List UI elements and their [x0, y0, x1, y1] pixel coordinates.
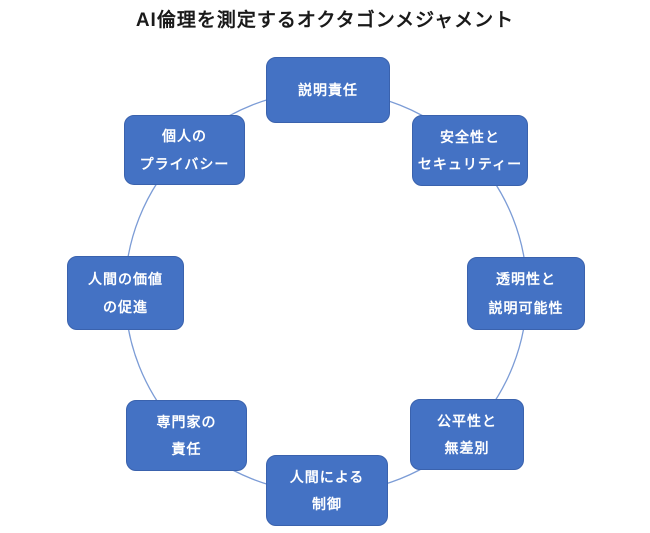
- node-fairness: 公平性と 無差別: [410, 399, 524, 470]
- node-human-control: 人間による 制御: [266, 455, 388, 526]
- node-safety-security-label-line1: 安全性と: [440, 128, 500, 145]
- node-professional-responsibility: 専門家の 責任: [126, 400, 247, 471]
- node-transparency-label-line2: 説明可能性: [488, 299, 564, 316]
- node-human-control-label-line2: 制御: [312, 496, 342, 513]
- node-human-values: 人間の価値 の促進: [67, 256, 184, 330]
- node-human-values-label-line1: 人間の価値: [88, 270, 163, 287]
- node-safety-security: 安全性と セキュリティー: [412, 115, 528, 186]
- node-safety-security-label-line2: セキュリティー: [417, 156, 523, 173]
- diagram-title: AI倫理を測定するオクタゴンメジャメント: [135, 10, 515, 31]
- node-accountability-label: 説明責任: [298, 82, 358, 98]
- node-accountability: 説明責任: [266, 57, 390, 123]
- node-human-control-label-line1: 人間による: [289, 468, 365, 485]
- node-fairness-label-line1: 公平性と: [437, 412, 497, 429]
- node-professional-responsibility-label-line1: 専門家の: [156, 413, 217, 430]
- node-fairness-label-line2: 無差別: [444, 440, 490, 457]
- node-personal-privacy: 個人の プライバシー: [124, 115, 245, 185]
- node-personal-privacy-label-line1: 個人の: [162, 128, 207, 145]
- node-transparency: 透明性と 説明可能性: [467, 257, 585, 330]
- node-transparency-label-line1: 透明性と: [496, 271, 556, 288]
- node-professional-responsibility-label-line2: 責任: [171, 441, 202, 458]
- node-human-values-label-line2: の促進: [103, 299, 148, 316]
- node-personal-privacy-label-line2: プライバシー: [139, 155, 230, 172]
